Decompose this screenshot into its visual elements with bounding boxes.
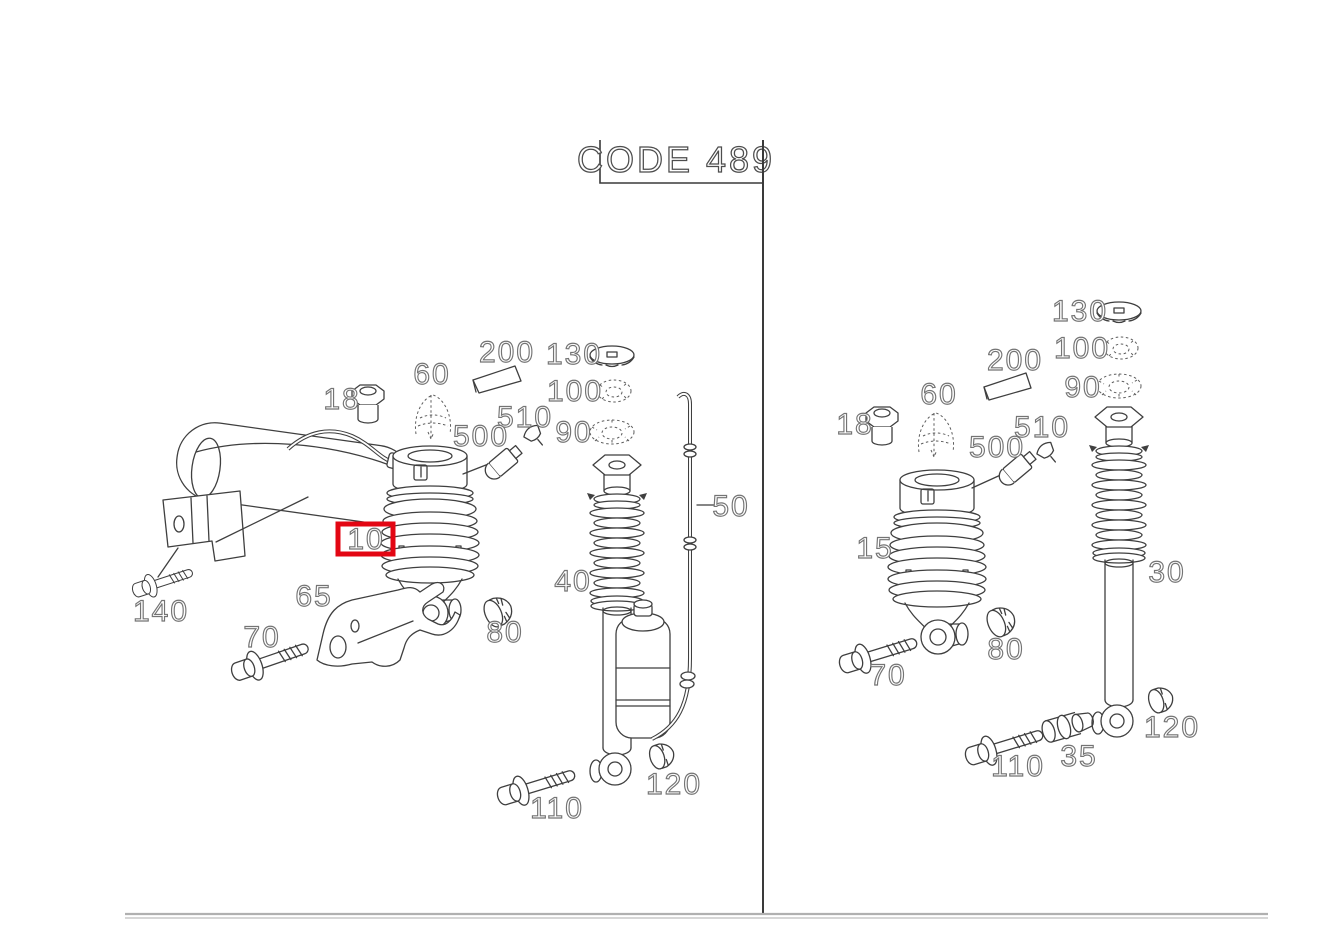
- callout-right-200[interactable]: 200: [986, 343, 1043, 377]
- callout-right-130[interactable]: 130: [1051, 294, 1108, 328]
- bushing-35-drawing: [1038, 706, 1097, 746]
- callout-left-120[interactable]: 120: [645, 767, 702, 801]
- code-box: CODE 489: [576, 138, 775, 184]
- callout-right-80[interactable]: 80: [987, 632, 1024, 666]
- callout-right-15[interactable]: 15: [856, 531, 893, 565]
- callout-right-70[interactable]: 70: [869, 658, 906, 692]
- callout-left-70[interactable]: 70: [243, 620, 280, 654]
- reservoir-drawing: [157, 422, 415, 578]
- callout-right-35[interactable]: 35: [1060, 739, 1097, 773]
- callout-left-40[interactable]: 40: [554, 564, 591, 598]
- callout-right-30[interactable]: 30: [1148, 555, 1185, 589]
- air-line-drawing: [651, 391, 717, 741]
- callout-left-80[interactable]: 80: [486, 615, 523, 649]
- selected-part-highlight: [335, 521, 396, 557]
- callout-left-90[interactable]: 90: [555, 415, 592, 449]
- callout-left-200[interactable]: 200: [478, 335, 535, 369]
- callout-right-18[interactable]: 18: [836, 407, 873, 441]
- aux-reservoir-drawing: [615, 599, 671, 739]
- callout-left-130[interactable]: 130: [545, 337, 602, 371]
- callout-right-100[interactable]: 100: [1053, 331, 1110, 365]
- wedge-200-drawing: [983, 372, 1032, 401]
- ring-90-drawing: [1096, 373, 1142, 399]
- grommet-60-drawing: [414, 394, 452, 440]
- bracket-drawing: [316, 581, 461, 667]
- callout-right-500[interactable]: 500: [968, 430, 1025, 464]
- left-shock-absorber-drawing: [586, 454, 671, 786]
- left-assembly: [128, 345, 717, 813]
- callout-left-18[interactable]: 18: [323, 382, 360, 416]
- callout-left-140[interactable]: 140: [132, 594, 189, 628]
- callout-layer: 10 18 60 200 130 100 510 500 90 50 40 65…: [132, 294, 1200, 825]
- callout-left-50[interactable]: 50: [712, 489, 749, 523]
- callout-right-60[interactable]: 60: [920, 377, 957, 411]
- callout-left-510[interactable]: 510: [496, 400, 553, 434]
- right-assembly: [834, 301, 1177, 773]
- right-shock-absorber-drawing: [1088, 406, 1150, 738]
- callout-right-510[interactable]: 510: [1013, 410, 1070, 444]
- nut-120-drawing: [646, 739, 678, 772]
- callout-right-110[interactable]: 110: [991, 749, 1045, 783]
- wedge-200-drawing: [472, 365, 522, 394]
- code-label: CODE 489: [577, 139, 775, 180]
- callout-right-90[interactable]: 90: [1064, 370, 1101, 404]
- grommet-60-drawing: [917, 412, 955, 458]
- callout-left-110[interactable]: 110: [530, 791, 584, 825]
- callout-right-120[interactable]: 120: [1143, 710, 1200, 744]
- callout-left-60[interactable]: 60: [413, 357, 450, 391]
- callout-left-500[interactable]: 500: [452, 419, 509, 453]
- callout-left-100[interactable]: 100: [546, 374, 603, 408]
- ring-90-drawing: [589, 419, 635, 445]
- callout-left-65[interactable]: 65: [295, 579, 332, 613]
- right-air-spring-drawing: [887, 469, 987, 655]
- callout-left-10[interactable]: 10: [347, 522, 384, 556]
